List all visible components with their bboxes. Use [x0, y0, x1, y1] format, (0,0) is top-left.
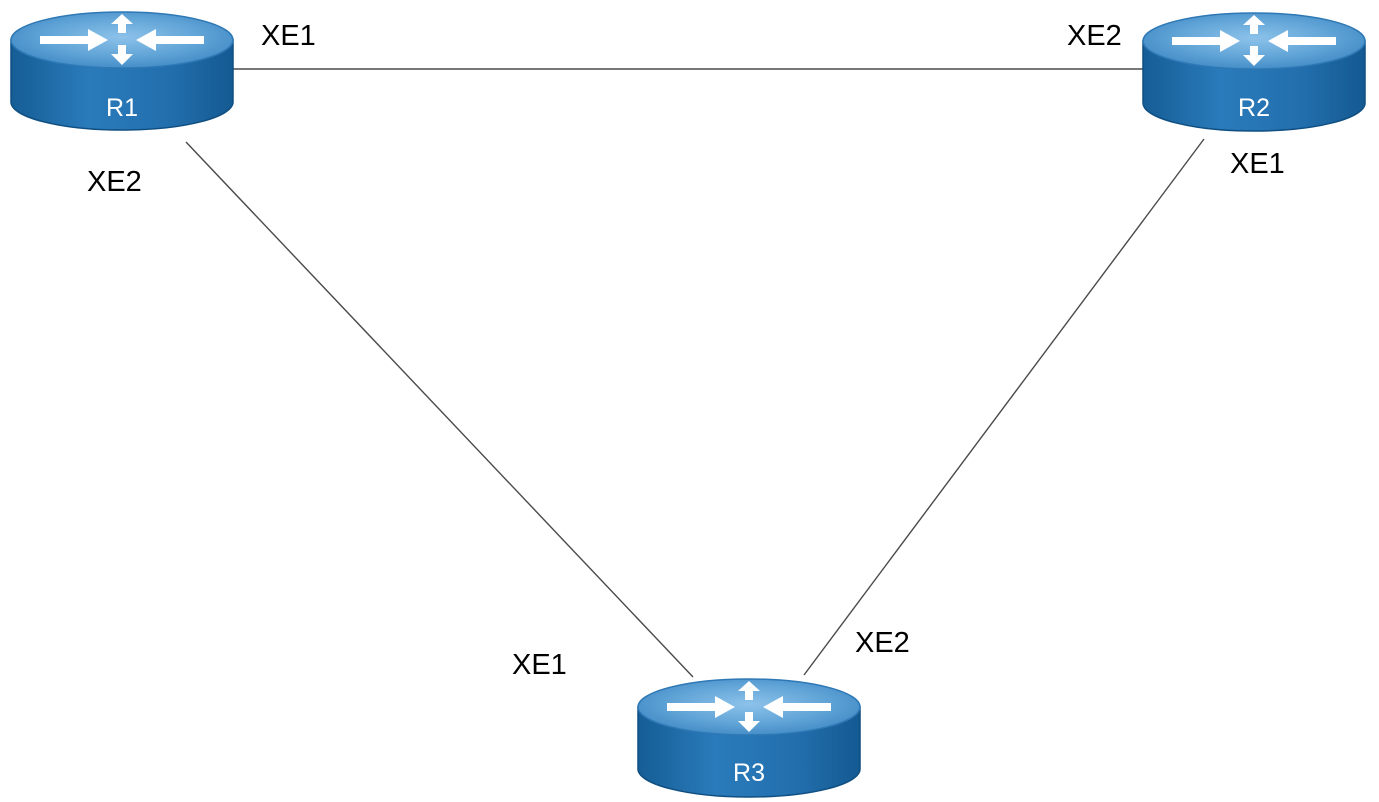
port-label-r3-xe2: XE2	[855, 627, 910, 659]
port-label-r2-xe1: XE1	[1230, 148, 1285, 180]
link-r2-r3	[803, 138, 1205, 676]
router-r3[interactable]: R3	[637, 678, 861, 798]
router-label: R3	[733, 759, 765, 787]
port-label-r3-xe1: XE1	[512, 649, 567, 681]
port-label-r2-xe2: XE2	[1067, 20, 1122, 52]
router-label: R1	[106, 94, 138, 122]
router-label: R2	[1238, 94, 1270, 122]
port-label-r1-xe2: XE2	[87, 166, 142, 198]
link-r1-r3	[185, 141, 694, 678]
port-label-r1-xe1: XE1	[261, 20, 316, 52]
router-r2[interactable]: R2	[1142, 12, 1366, 132]
router-r1[interactable]: R1	[10, 11, 234, 131]
